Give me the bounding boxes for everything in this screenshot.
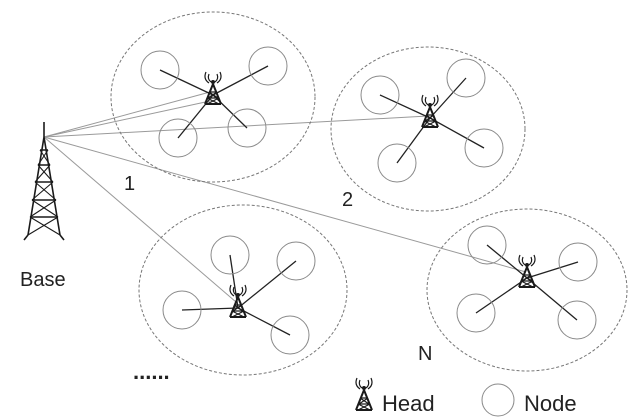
node-circle-icon: [377, 143, 417, 183]
node-circle-icon: [558, 242, 598, 282]
node-circle-icon: [557, 300, 597, 340]
cluster-3: [138, 204, 348, 376]
cluster-head-icon: [204, 71, 222, 105]
link-to-cluster-2: [43, 115, 429, 138]
node-circle-icon: [162, 290, 202, 330]
node-circle-icon: [248, 46, 288, 86]
cluster-2: [330, 46, 526, 212]
link-to-cluster-n: [43, 136, 527, 273]
node-circle-icon: [360, 75, 400, 115]
cluster-boundary: [330, 46, 526, 212]
legend-head-label: Head: [382, 391, 435, 416]
node-circle-icon: [456, 293, 496, 333]
legend-node-icon: [481, 383, 515, 417]
cluster-1-label: 1: [124, 173, 135, 195]
legend-node-label: Node: [524, 391, 577, 416]
cluster-boundary: [110, 11, 316, 183]
node-circle-icon: [158, 118, 198, 158]
node-circle-icon: [276, 241, 316, 281]
node-circle-icon: [467, 225, 507, 265]
more-clusters-ellipsis: ......: [133, 359, 170, 384]
cluster-boundary: [426, 208, 628, 372]
cluster-boundary: [138, 204, 348, 376]
base-label: Base: [20, 269, 66, 291]
node-circle-icon: [227, 108, 267, 148]
legend-head-icon: [355, 377, 373, 411]
link-to-cluster-1b: [43, 100, 211, 138]
base-links: [43, 91, 527, 303]
link-to-cluster-1: [43, 91, 211, 138]
cluster-1: [110, 11, 316, 183]
base-station-tower-icon: [23, 122, 65, 241]
node-circle-icon: [270, 315, 310, 355]
link-to-cluster-3: [43, 136, 237, 303]
cluster-n-label: N: [418, 343, 432, 365]
cluster-n: [426, 208, 628, 372]
node-circle-icon: [140, 50, 180, 90]
cluster-2-label: 2: [342, 189, 353, 211]
node-circle-icon: [446, 58, 486, 98]
legend: Head Node: [355, 377, 577, 417]
cluster-head-icon: [229, 284, 247, 318]
node-circle-icon: [210, 235, 250, 275]
node-circle-icon: [464, 128, 504, 168]
